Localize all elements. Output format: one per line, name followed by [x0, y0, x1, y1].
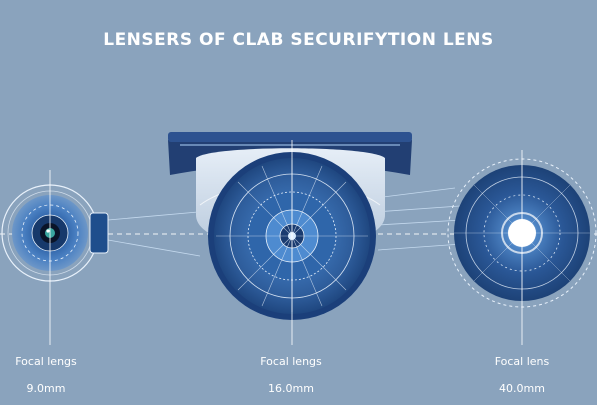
lens-40mm: [447, 150, 597, 345]
light-rays: [107, 187, 463, 257]
page-title: LENSERS OF CLAB SECURIFYTION LENS: [103, 30, 494, 50]
lens-name: Focal lengs: [260, 355, 322, 368]
lens-16mm: [168, 132, 412, 345]
lens-name: Focal lengs: [15, 355, 77, 368]
lens-value: 40.0mm: [499, 382, 545, 395]
lens-label-40mm: Focal lens 40.0mm: [462, 355, 582, 395]
lens-name: Focal lens: [494, 355, 550, 368]
lens-value: 9.0mm: [26, 382, 66, 395]
lens-label-9mm: Focal lengs 9.0mm: [0, 355, 106, 395]
lens-value: 16.0mm: [268, 382, 314, 395]
lens-label-16mm: Focal lengs 16.0mm: [231, 355, 351, 395]
lens-9mm: [1, 170, 109, 345]
